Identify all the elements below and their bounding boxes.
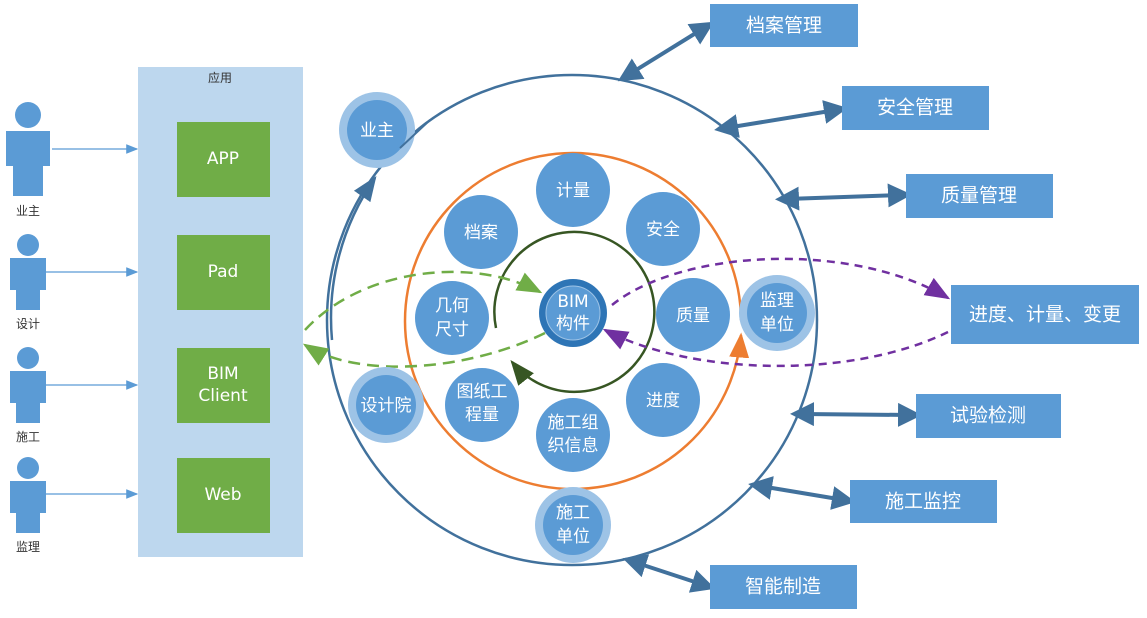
svg-text:智能制造: 智能制造	[745, 576, 821, 598]
node-progress[interactable]: 进度	[626, 363, 700, 437]
svg-text:进度、计量、变更: 进度、计量、变更	[969, 304, 1121, 326]
module-safety-management[interactable]: 安全管理	[842, 86, 989, 130]
app-box-bim-client[interactable]	[177, 348, 270, 423]
svg-text:BIM: BIM	[557, 292, 588, 312]
user-list: 业主 设计 施工 监理	[6, 102, 139, 554]
role-design-institute[interactable]: 设计院	[348, 367, 424, 443]
app-label: Pad	[208, 262, 239, 282]
svg-text:施工监控: 施工监控	[885, 491, 961, 513]
node-metering[interactable]: 计量	[536, 153, 610, 227]
svg-text:图纸工: 图纸工	[457, 382, 508, 402]
app-label: BIM	[207, 364, 238, 384]
user-owner: 业主	[6, 102, 50, 218]
svg-text:试验检测: 试验检测	[950, 405, 1026, 427]
svg-text:单位: 单位	[556, 527, 590, 547]
person-icon	[17, 347, 39, 369]
user-construction: 施工	[10, 347, 46, 444]
svg-text:监理: 监理	[760, 291, 794, 311]
user-label: 业主	[16, 204, 40, 218]
svg-text:质量: 质量	[676, 306, 710, 326]
outer-ring	[325, 73, 819, 567]
app-label: APP	[207, 149, 239, 169]
app-label: Web	[204, 485, 241, 505]
module-boxes: 档案管理 安全管理 质量管理 进度、计量、变更 试验检测 施工监控 智能制造	[710, 4, 1139, 609]
svg-text:施工组: 施工组	[548, 413, 599, 433]
svg-text:程量: 程量	[465, 405, 499, 425]
person-icon	[17, 457, 39, 479]
user-supervision: 监理	[10, 457, 46, 554]
app-panel-title: 应用	[208, 70, 232, 85]
app-list: APP Pad BIM Client Web	[177, 122, 270, 533]
svg-text:安全管理: 安全管理	[877, 97, 953, 119]
orange-ring	[403, 151, 743, 491]
svg-text:档案: 档案	[464, 223, 498, 243]
module-archive-management[interactable]: 档案管理	[710, 4, 858, 47]
svg-text:进度: 进度	[646, 391, 680, 411]
purple-flow-in	[602, 328, 949, 368]
outer-ring-arrow	[329, 175, 377, 341]
svg-text:尺寸: 尺寸	[435, 320, 469, 340]
svg-text:业主: 业主	[360, 121, 394, 141]
module-progress-metering-change[interactable]: 进度、计量、变更	[951, 285, 1139, 344]
app-box-app[interactable]	[177, 122, 270, 197]
role-owner[interactable]: 业主	[339, 92, 415, 168]
user-label: 监理	[16, 540, 40, 554]
node-quality[interactable]: 质量	[656, 278, 730, 352]
svg-text:构件: 构件	[556, 314, 590, 334]
app-label: Client	[198, 386, 248, 406]
svg-text:档案管理: 档案管理	[746, 15, 822, 37]
module-quality-management[interactable]: 质量管理	[906, 174, 1053, 218]
svg-text:质量管理: 质量管理	[941, 185, 1017, 207]
person-icon	[15, 102, 41, 128]
svg-text:施工: 施工	[556, 503, 590, 523]
svg-text:安全: 安全	[646, 220, 680, 240]
bim-component-node[interactable]: BIM 构件	[539, 279, 607, 347]
svg-text:计量: 计量	[556, 181, 590, 201]
user-label: 设计	[16, 317, 40, 331]
module-connectors	[617, 21, 922, 593]
module-construction-monitoring[interactable]: 施工监控	[850, 480, 997, 523]
svg-text:单位: 单位	[760, 315, 794, 335]
module-testing[interactable]: 试验检测	[916, 394, 1061, 438]
person-icon	[17, 234, 39, 256]
user-label: 施工	[16, 430, 40, 444]
node-archive[interactable]: 档案	[444, 195, 518, 269]
orange-ring-arrow	[572, 332, 750, 491]
svg-text:织信息: 织信息	[548, 436, 599, 456]
green-cycle-arrow	[493, 230, 656, 394]
svg-text:几何: 几何	[435, 296, 469, 316]
svg-text:设计院: 设计院	[361, 396, 412, 416]
app-box-web[interactable]	[177, 458, 270, 533]
node-safety[interactable]: 安全	[626, 192, 700, 266]
user-design: 设计	[10, 234, 46, 331]
app-box-pad[interactable]	[177, 235, 270, 310]
module-smart-manufacturing[interactable]: 智能制造	[710, 565, 857, 609]
